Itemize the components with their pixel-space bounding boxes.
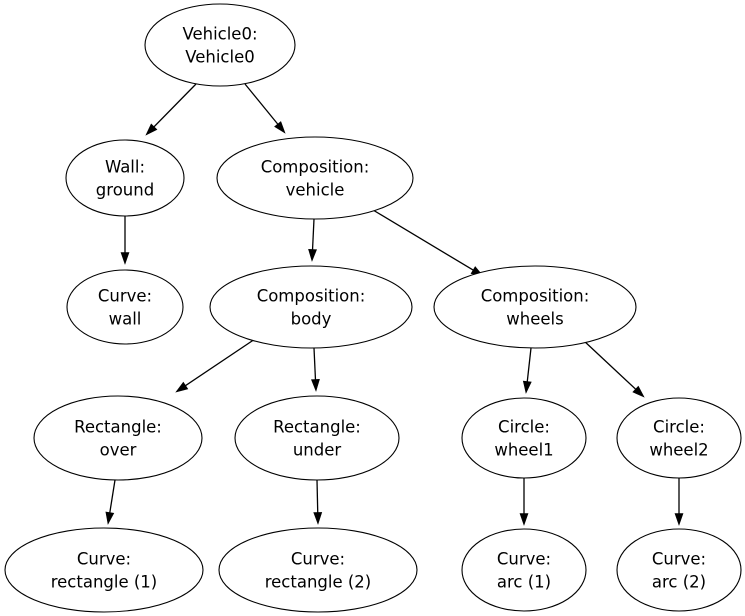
edge-line [526,347,532,384]
edge-arrowhead-icon [522,380,532,394]
node-label-type: Curve: [77,550,131,569]
edge-arrowhead-icon [120,252,130,265]
edge-line [244,83,280,126]
node-ellipse[interactable] [616,528,742,612]
edge-arrowhead-icon [105,511,115,525]
node-label-type: Wall: [105,158,145,177]
node-ellipse[interactable] [216,136,414,220]
node-label-name: ground [96,181,154,200]
edge-line [108,479,116,515]
edge-line [316,479,319,515]
node-ellipse[interactable] [66,269,184,345]
node-label-name: over [100,441,137,460]
node-label-type: Curve: [652,550,706,569]
node-label-name: rectangle (1) [51,573,158,592]
node-ellipse[interactable] [461,528,587,612]
edge-line [372,209,475,272]
edge-arrowhead-icon [313,512,323,525]
node-label-name: vehicle [286,181,345,200]
node-ellipse[interactable] [209,265,413,349]
graph-node-composition_body[interactable]: Composition: body [209,265,413,349]
edge-arrowhead-icon [145,123,158,136]
graph-edge [674,478,684,526]
node-ellipse[interactable] [4,527,204,613]
node-label-type: Composition: [257,287,366,306]
edge-line [152,83,197,129]
node-label-name: rectangle (2) [265,573,372,592]
graph-node-curve_arc_1[interactable]: Curve: arc (1) [461,528,587,612]
graph-node-curve_rectangle_1[interactable]: Curve: rectangle (1) [4,527,204,613]
graph-node-curve_rectangle_2[interactable]: Curve: rectangle (2) [218,527,418,613]
node-label-name: Vehicle0 [185,48,255,67]
graph-edge [522,347,532,394]
graph-node-rectangle_over[interactable]: Rectangle: over [33,395,203,481]
node-label-name: wheel1 [494,441,553,460]
graph-node-curve_arc_2[interactable]: Curve: arc (2) [616,528,742,612]
graph-node-vehicle0[interactable]: Vehicle0: Vehicle0 [144,3,296,87]
edge-arrowhead-icon [274,121,286,134]
edge-line [311,218,315,252]
edge-arrowhead-icon [311,379,320,392]
node-label-type: Rectangle: [273,418,361,437]
graph-node-composition_wheels[interactable]: Composition: wheels [433,265,637,349]
node-label-type: Composition: [261,158,370,177]
graph-edge [308,218,317,262]
edge-arrowhead-icon [519,513,529,526]
node-ellipse[interactable] [218,527,418,613]
edge-arrowhead-icon [308,249,317,262]
graph-node-curve_wall[interactable]: Curve: wall [66,269,184,345]
node-label-type: Curve: [497,550,551,569]
node-label-type: Curve: [98,287,152,306]
node-label-type: Composition: [481,287,590,306]
node-label-name: body [291,310,332,329]
node-label-name: wheels [506,310,563,329]
node-label-type: Circle: [653,418,705,437]
node-ellipse[interactable] [144,3,296,87]
node-label-name: wheel2 [649,441,708,460]
graph-edge [372,209,484,277]
graph-edge [105,479,116,525]
graph-edge [145,83,197,136]
node-ellipse[interactable] [33,395,203,481]
graph-edge [175,338,256,393]
node-ellipse[interactable] [234,395,400,481]
edge-line [183,338,256,387]
edge-arrowhead-icon [674,513,684,526]
graph-edge [120,216,130,265]
graph-node-circle_wheel1[interactable]: Circle: wheel1 [461,397,587,479]
nodes-layer: Vehicle0:Vehicle0Wall:groundComposition:… [4,3,742,613]
node-ellipse[interactable] [433,265,637,349]
node-label-name: arc (1) [497,573,551,592]
node-label-type: Curve: [291,550,345,569]
edge-arrowhead-icon [632,385,645,398]
node-label-type: Rectangle: [74,418,162,437]
graph-node-circle_wheel2[interactable]: Circle: wheel2 [616,397,742,479]
graph-edge [519,478,529,526]
node-ellipse[interactable] [616,397,742,479]
node-ellipse[interactable] [461,397,587,479]
node-label-type: Circle: [498,418,550,437]
edge-arrowhead-icon [175,381,189,393]
node-label-name: wall [109,310,142,329]
graph-edge [311,347,320,392]
graph-edge [244,83,286,134]
edge-line [313,347,317,382]
node-label-name: arc (2) [652,573,706,592]
node-ellipse[interactable] [65,139,185,217]
graph-edge [582,339,645,398]
node-label-name: under [293,441,342,460]
graph-node-composition_vehicle[interactable]: Composition: vehicle [216,136,414,220]
graph-edge [313,479,323,525]
graph-node-wall_ground[interactable]: Wall: ground [65,139,185,217]
node-label-type: Vehicle0: [182,25,257,44]
edge-line [582,339,638,391]
graph-node-rectangle_under[interactable]: Rectangle: under [234,395,400,481]
